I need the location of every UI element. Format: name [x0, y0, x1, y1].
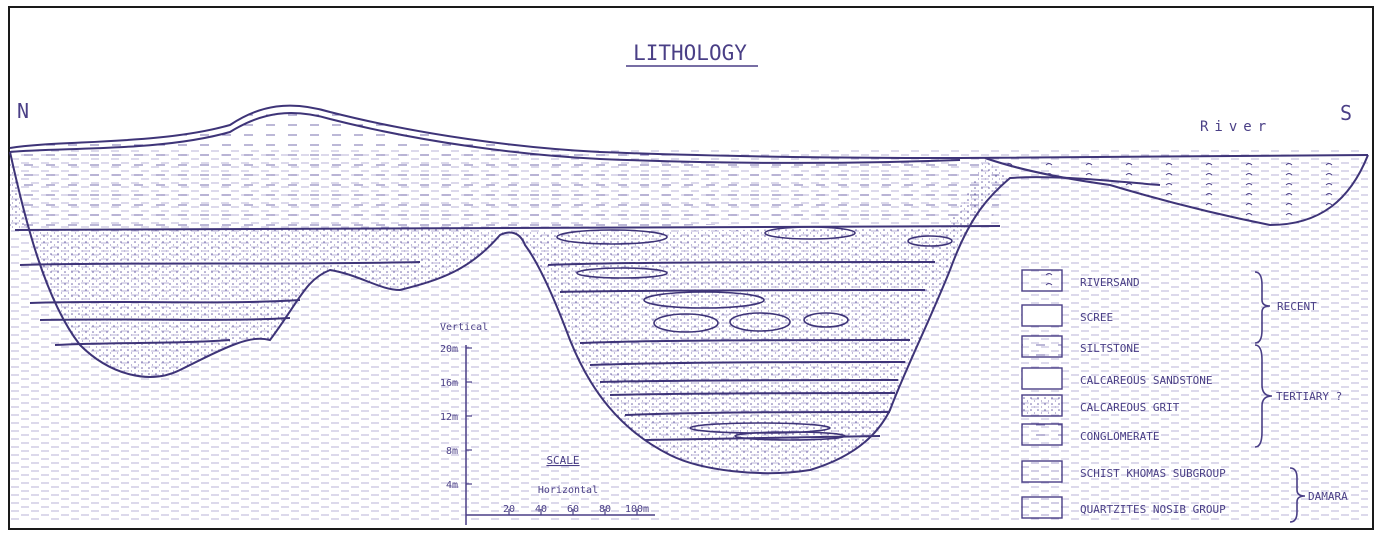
group-damara: DAMARA: [1308, 490, 1348, 503]
legend-label-scree: SCREE: [1080, 311, 1113, 324]
legend-swatch-quartzite: [1022, 497, 1062, 518]
horizontal-tick-label: 20: [503, 504, 515, 515]
vertical-tick-label: 20m: [440, 344, 458, 355]
horizontal-tick-label: 60: [567, 504, 579, 515]
horizontal-scale-label: Horizontal: [538, 485, 598, 496]
legend-label-quartzite: QUARTZITES NOSIB GROUP: [1080, 503, 1226, 516]
legend-swatch-riversand: [1022, 270, 1062, 291]
vertical-tick-label: 4m: [446, 480, 458, 491]
scree-layer: [10, 106, 1003, 232]
legend-label-sandstone: CALCAREOUS SANDSTONE: [1080, 374, 1212, 387]
horizontal-tick-label: 40: [535, 504, 547, 515]
vertical-tick-label: 12m: [440, 412, 458, 423]
legend-swatch-grit: [1022, 395, 1062, 416]
horizontal-tick-label: 80: [599, 504, 611, 515]
legend-swatch-schist: [1022, 461, 1062, 482]
north-label: N: [17, 99, 29, 123]
legend-swatch-scree: [1022, 305, 1062, 326]
river-label: River: [1200, 119, 1272, 135]
legend-swatch-siltstone: [1022, 336, 1062, 357]
horizontal-tick-label: 100m: [625, 504, 649, 515]
legend-label-riversand: RIVERSAND: [1080, 276, 1140, 289]
legend-label-siltstone: SILTSTONE: [1080, 342, 1140, 355]
group-recent: RECENT: [1277, 300, 1317, 313]
group-tertiary: TERTIARY ?: [1276, 390, 1342, 403]
scale-title: SCALE: [546, 454, 579, 467]
legend-swatch-sandstone: [1022, 368, 1062, 389]
legend-label-conglomerate: CONGLOMERATE: [1080, 430, 1159, 443]
legend-label-grit: CALCAREOUS GRIT: [1080, 401, 1180, 414]
legend-label-schist: SCHIST KHOMAS SUBGROUP: [1080, 467, 1226, 480]
diagram-title: LITHOLOGY: [633, 41, 747, 65]
vertical-scale-label: Vertical: [440, 322, 488, 333]
vertical-tick-label: 16m: [440, 378, 458, 389]
legend-swatch-conglomerate: [1022, 424, 1062, 445]
south-label: S: [1340, 101, 1352, 125]
vertical-tick-label: 8m: [446, 446, 458, 457]
